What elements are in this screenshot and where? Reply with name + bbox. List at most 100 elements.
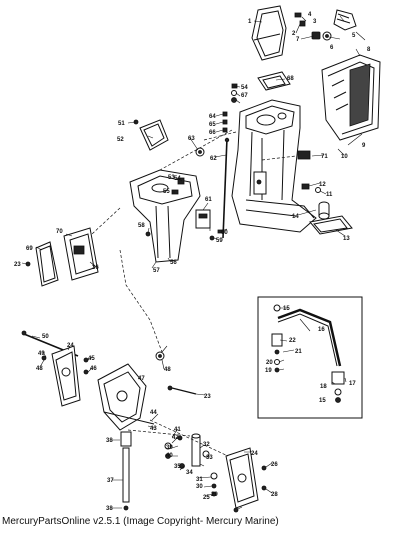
callout-label: 33 (206, 455, 213, 461)
callout-label: 1 (248, 19, 252, 25)
callout-label: 30 (196, 484, 203, 490)
callout-label: 15 (319, 398, 326, 404)
callout-label: 23 (204, 394, 211, 400)
callout-label: 43 (150, 426, 157, 432)
callout-label: 13 (343, 236, 350, 242)
callout-label: 54 (174, 176, 181, 182)
callout-label: 66 (209, 130, 216, 136)
callout-label: 16 (318, 327, 325, 333)
callout-label: 35 (174, 464, 181, 470)
callout-label: 24 (251, 451, 258, 457)
callout-label: 15 (283, 306, 290, 312)
assembly-dashed-lines (91, 129, 297, 457)
callout-label: 31 (196, 477, 203, 483)
part-fittings-top (294, 9, 357, 41)
callout-label: 38 (106, 506, 113, 512)
part-plate-69 (35, 241, 59, 287)
callout-label: 22 (289, 338, 296, 344)
callout-label: 2 (292, 31, 296, 37)
callout-label: 49 (38, 351, 45, 357)
callout-label: 6 (330, 45, 334, 51)
callout-label: 34 (186, 470, 193, 476)
callout-label: 14 (292, 214, 299, 220)
callout-label: 7 (296, 37, 300, 43)
part-bushing-14 (318, 201, 330, 220)
callout-label: 28 (271, 492, 278, 498)
callout-label: 70 (56, 229, 63, 235)
part-block-61 (195, 209, 211, 229)
part-clamp-bracket-right (225, 447, 267, 513)
callout-label: 64 (209, 114, 216, 120)
callout-label: 38 (106, 438, 113, 444)
part-plate-70 (63, 227, 99, 281)
callout-label: 67 (241, 93, 248, 99)
part-screws-58-60 (145, 229, 225, 241)
callout-label: 29 (211, 492, 218, 498)
callout-label: 4 (308, 12, 312, 18)
part-bushing-47 (155, 351, 165, 361)
callout-label: 46 (90, 366, 97, 372)
callout-label: 60 (221, 230, 228, 236)
part-nut-63-center (198, 150, 202, 154)
callout-label: 48 (36, 366, 43, 372)
callout-label: 47 (138, 376, 145, 382)
part-plug-12 (301, 183, 321, 193)
callout-label: 42 (172, 435, 179, 441)
callout-label: 37 (107, 478, 114, 484)
callout-label: 57 (153, 268, 160, 274)
callout-label: 44 (150, 410, 157, 416)
callout-label: 11 (326, 192, 333, 198)
part-tube-37 (120, 431, 132, 511)
part-clamp-bracket-left (21, 330, 89, 407)
part-driveshaft-housing (231, 99, 317, 233)
callout-label: 45 (88, 356, 95, 362)
part-bolt-23b (167, 385, 197, 395)
callout-label: 52 (117, 137, 124, 143)
part-cover-top (251, 5, 287, 61)
inset-box (257, 296, 363, 419)
part-gasket-plate (257, 71, 291, 91)
part-swivel-bracket (129, 169, 201, 263)
callout-label: 62 (210, 156, 217, 162)
callout-label: 20 (266, 360, 273, 366)
callout-label: 8 (367, 47, 371, 53)
callout-label: 68 (287, 76, 294, 82)
part-seal-ring-13 (309, 215, 353, 235)
part-washers-64-66 (222, 111, 228, 133)
part-tube-33 (191, 433, 201, 467)
part-bracket-52 (133, 119, 169, 151)
callout-label: 36 (92, 265, 99, 271)
callout-label: 55 (163, 189, 170, 195)
callout-label: 12 (319, 182, 326, 188)
callout-label: 58 (138, 223, 145, 229)
callout-label: 26 (271, 462, 278, 468)
callout-label: 56 (170, 260, 177, 266)
callout-label: 63 (188, 136, 195, 142)
callout-label: 5 (352, 33, 356, 39)
part-clamp-bracket-center (97, 363, 155, 431)
part-shift-rod-62 (222, 137, 230, 239)
callout-label: 50 (42, 334, 49, 340)
callout-label: 41 (174, 427, 181, 433)
callout-label: 40 (166, 453, 173, 459)
callout-label: 10 (341, 154, 348, 160)
part-small-parts-29-35 (164, 435, 218, 497)
callout-label: 9 (362, 143, 366, 149)
callout-label: 54 (241, 85, 248, 91)
callout-labels: 1 2 3 4 5 6 7 8 9 10 11 12 13 14 15 15 1… (14, 12, 371, 512)
leader-lines (21, 15, 366, 510)
callout-label: 19 (265, 368, 272, 374)
callout-label: 59 (216, 238, 223, 244)
callout-label: 48 (164, 367, 171, 373)
callout-label: 18 (320, 384, 327, 390)
callout-label: 32 (203, 442, 210, 448)
callout-label: 17 (349, 381, 356, 387)
callout-label: 65 (209, 122, 216, 128)
part-side-panel (321, 54, 381, 141)
callout-label: 51 (118, 121, 125, 127)
callout-label: 69 (26, 246, 33, 252)
callout-label: 39 (166, 445, 173, 451)
callout-label: 3 (313, 19, 317, 25)
copyright-caption: MercuryPartsOnline v2.5.1 (Image Copyrig… (2, 516, 279, 527)
